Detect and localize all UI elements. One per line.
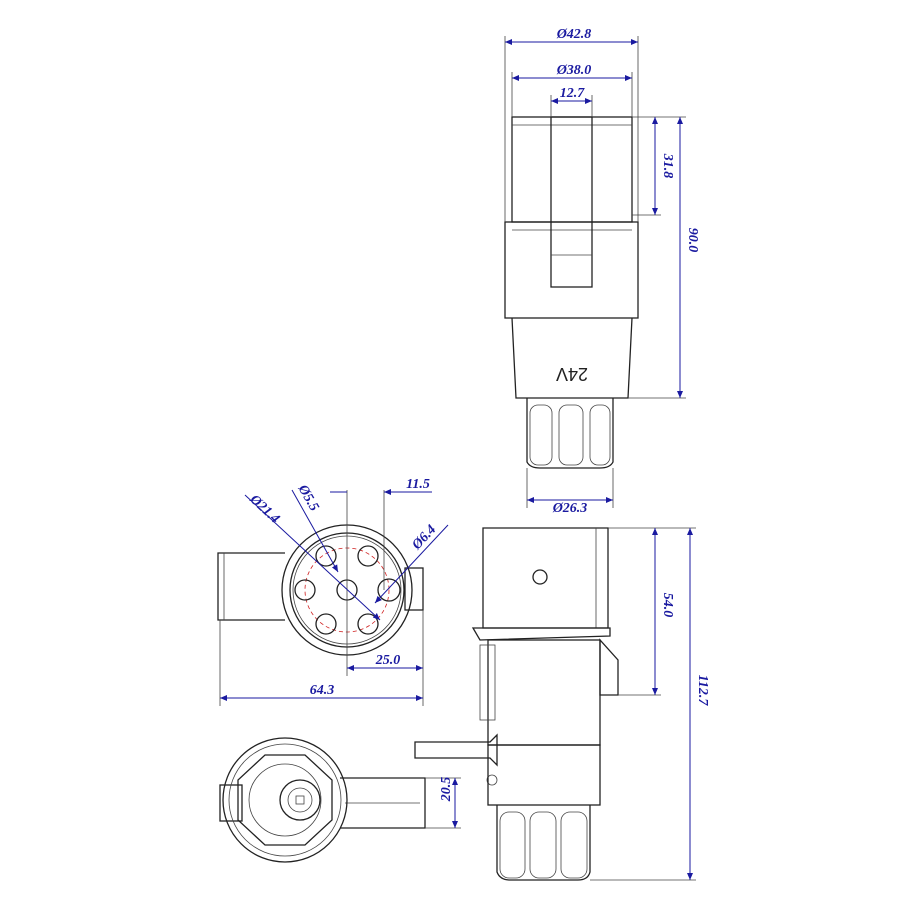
plug-body-upper (511, 116, 633, 223)
bottom-extension (340, 777, 426, 829)
plug-body-collar (504, 221, 639, 319)
side-body-middle (487, 639, 601, 746)
right-tab (404, 567, 424, 611)
dim-key-length: 31.8 (660, 153, 675, 179)
side-body-lower (487, 744, 601, 806)
side-hole (532, 569, 548, 585)
dim-center-to-tab: 25.0 (375, 653, 401, 668)
bottom-outer-ring (222, 737, 348, 863)
flange (471, 627, 611, 641)
dim-nut-diameter: Ø26.3 (552, 501, 588, 516)
side-cable-nut (496, 805, 591, 881)
bottom-octagon-nut (237, 754, 333, 846)
dim-overall-length: 112.7 (695, 675, 710, 707)
lever (414, 733, 498, 767)
dim-large-pin: Ø6.4 (409, 522, 439, 553)
pin (357, 545, 379, 567)
cable-nut (526, 398, 614, 469)
voltage-marking: 24V (556, 364, 588, 384)
side-latch (599, 638, 619, 696)
dim-inner-diameter: Ø38.0 (556, 63, 592, 78)
dim-pin-circle: Ø21.4 (246, 491, 282, 526)
dim-pin-offset: 11.5 (406, 477, 430, 492)
plug-body-taper (511, 317, 633, 399)
pins (294, 545, 401, 635)
dim-overall-width: 64.3 (310, 683, 335, 698)
side-tab (217, 552, 285, 621)
label-strip (479, 644, 496, 721)
pin (315, 613, 337, 635)
side-body-upper (482, 527, 609, 629)
dim-upper-length: 54.0 (660, 593, 675, 618)
dim-outer-diameter: Ø42.8 (556, 27, 592, 42)
dim-extension-width: 20.5 (439, 777, 454, 803)
key-tab (550, 116, 593, 288)
pin (357, 613, 379, 635)
center-pin (295, 795, 305, 805)
dim-pin-diameter: Ø5.5 (294, 482, 321, 514)
front-view: 11.5 Ø21.4 Ø5.5 Ø6.4 25.0 64.3 (217, 477, 449, 706)
bottom-view: 20.5 (219, 737, 461, 863)
dim-body-length: 90.0 (685, 228, 700, 253)
side-view: 54.0 112.7 (414, 527, 710, 881)
dim-key-width: 12.7 (560, 86, 586, 101)
pin-large (377, 578, 401, 602)
pin (294, 579, 316, 601)
pin (315, 545, 337, 567)
top-view: 24V Ø42.8 Ø38.0 12.7 31.8 90.0 Ø26.3 (504, 27, 700, 516)
